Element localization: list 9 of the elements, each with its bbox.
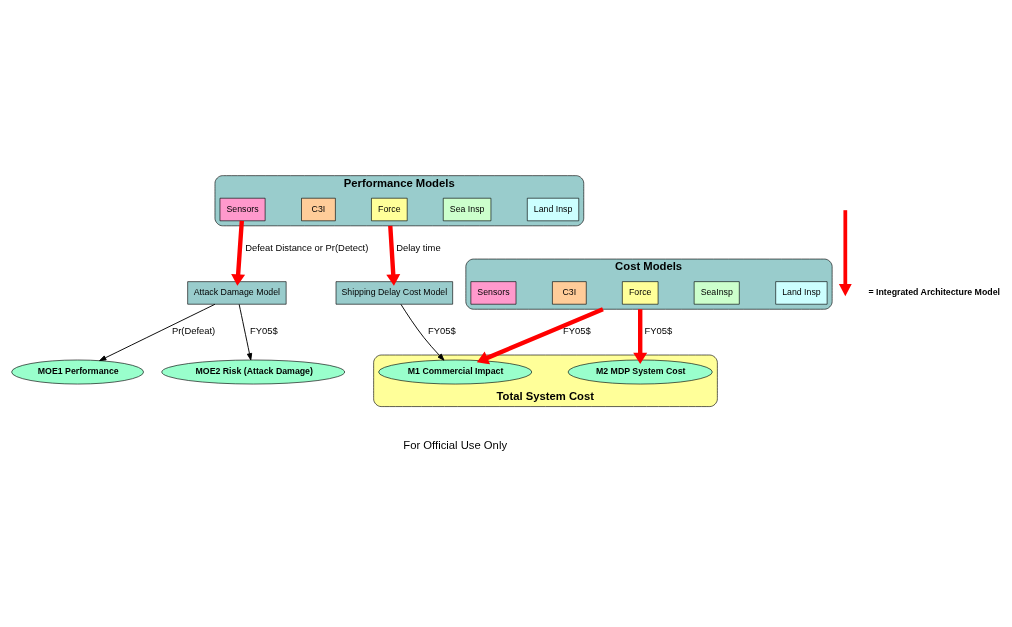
edge-label: FY05$ [427, 324, 456, 336]
label: For Official Use Only [402, 438, 507, 451]
edge-label: FY05$ [249, 324, 278, 336]
legend-label: = Integrated Architecture Model [868, 286, 1000, 297]
edge-label: Defeat Distance or Pr(Detect) [244, 241, 368, 253]
edge-label: FY05$ [562, 324, 591, 336]
edge-label: Pr(Defeat) [171, 324, 215, 336]
edge-label: FY05$ [644, 324, 672, 336]
edge-label: Delay time [395, 241, 441, 253]
